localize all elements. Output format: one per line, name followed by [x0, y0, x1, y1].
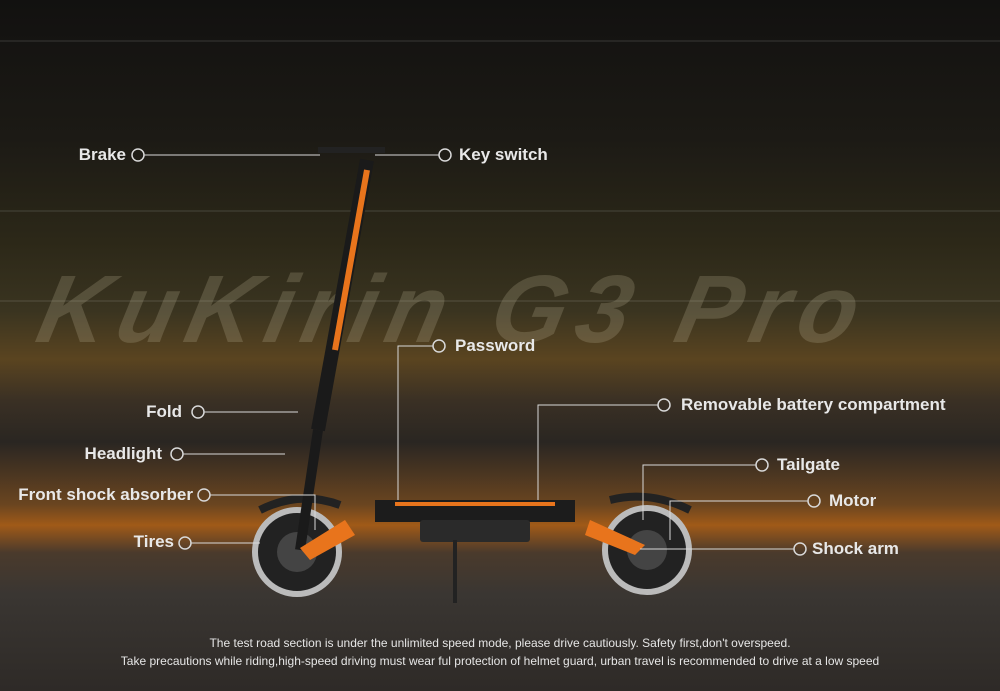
callout-shock-arm: Shock arm	[812, 539, 899, 558]
callout-motor: Motor	[829, 491, 877, 510]
callout-lines	[144, 154, 808, 550]
disclaimer-line-2: Take precautions while riding,high-speed…	[120, 654, 880, 668]
callout-password: Password	[455, 336, 536, 355]
callout-fold: Fold	[146, 402, 182, 421]
callout-dots	[131, 148, 821, 556]
motion-streak	[0, 300, 1000, 302]
callout-tailgate: Tailgate	[777, 455, 840, 474]
callout-headlight: Headlight	[84, 444, 162, 463]
callout-tires: Tires	[133, 532, 174, 551]
motion-streak	[0, 210, 1000, 212]
scooter	[252, 147, 692, 603]
callout-front-shock-absorber: Front shock absorber	[18, 485, 193, 504]
motion-streak	[0, 40, 1000, 42]
callout-battery-compartment: Removable battery compartment	[681, 395, 946, 414]
callout-key-switch: Key switch	[459, 145, 548, 164]
disclaimer-line-1: The test road section is under the unlim…	[209, 636, 791, 650]
callout-brake: Brake	[78, 145, 126, 164]
